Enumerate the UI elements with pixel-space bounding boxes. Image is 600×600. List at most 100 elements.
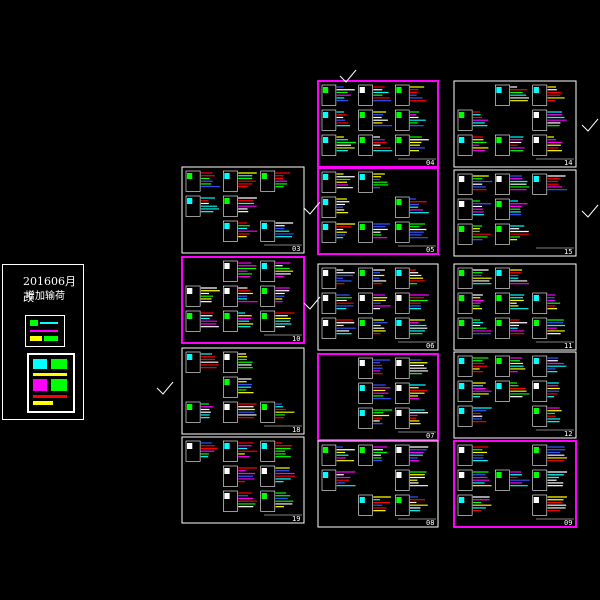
sheet-border	[453, 440, 577, 528]
symbol-block	[323, 224, 329, 230]
legend-title-line2: 增加输荷	[25, 291, 65, 302]
sheet-10: 10	[181, 256, 305, 344]
symbol-block	[261, 223, 267, 229]
panel-outline	[321, 469, 337, 491]
symbol-block	[323, 174, 329, 180]
symbol-block	[359, 224, 365, 230]
panel-outline	[358, 221, 373, 243]
symbol-block	[224, 288, 230, 294]
panel-outline	[532, 355, 548, 377]
panel-outline	[223, 310, 238, 332]
panel-outline	[395, 469, 410, 491]
symbol-block	[396, 199, 402, 205]
sheet-number: 11	[564, 342, 572, 350]
symbol-block	[496, 137, 502, 143]
symbol-block	[396, 497, 402, 503]
symbol-block	[187, 198, 193, 204]
panel-outline	[223, 440, 238, 462]
symbol-block	[496, 270, 502, 276]
symbol-block	[396, 472, 402, 478]
panel-outline	[532, 380, 548, 402]
panel-outline	[185, 310, 201, 332]
panel-outline	[395, 196, 410, 218]
panel-outline	[532, 134, 548, 156]
panel-outline	[395, 292, 410, 314]
panel-outline	[223, 401, 238, 423]
legend-title-line1: 201606月改	[23, 275, 76, 304]
panel-outline	[457, 109, 473, 131]
panel-outline	[532, 405, 548, 427]
panel-outline	[223, 170, 238, 192]
symbol-block	[459, 295, 465, 301]
sheet-border	[453, 351, 577, 439]
sheet-number: 04	[426, 159, 434, 167]
panel-outline	[457, 444, 473, 466]
panel-outline	[185, 170, 201, 192]
symbol-block	[187, 288, 193, 294]
panel-outline	[321, 221, 337, 243]
panel-outline	[495, 469, 510, 491]
sheet-border	[317, 440, 439, 528]
panel-outline	[395, 407, 410, 429]
check-mark-icon	[339, 69, 357, 83]
symbol-block	[459, 270, 465, 276]
panel-outline	[321, 196, 337, 218]
symbol-block	[533, 472, 539, 478]
symbol-block	[459, 408, 465, 414]
panel-outline	[457, 223, 473, 245]
symbol-block	[496, 320, 502, 326]
symbol-block	[187, 443, 193, 449]
panel-outline	[358, 357, 373, 379]
panel-outline	[223, 465, 238, 487]
symbol-block	[323, 447, 329, 453]
sheet-07: 07	[317, 353, 439, 441]
symbol-block	[396, 270, 402, 276]
panel-outline	[395, 267, 410, 289]
panel-outline	[260, 490, 276, 512]
symbol-block	[533, 320, 539, 326]
sheet-18: 18	[181, 347, 305, 435]
symbol-block	[359, 447, 365, 453]
panel-outline	[260, 285, 276, 307]
symbol-block	[224, 468, 230, 474]
panel-outline	[358, 134, 373, 156]
symbol-block	[187, 354, 193, 360]
symbol-block	[533, 112, 539, 118]
panel-outline	[260, 440, 276, 462]
panel-outline	[457, 494, 473, 516]
symbol-block	[459, 137, 465, 143]
symbol-block	[359, 270, 365, 276]
symbol-block	[224, 404, 230, 410]
panel-outline	[321, 84, 337, 106]
check-marks-layer	[156, 69, 599, 395]
symbol-block	[187, 404, 193, 410]
symbol-block	[261, 404, 267, 410]
symbol-block	[496, 383, 502, 389]
sheet-border	[453, 263, 577, 351]
symbol-block	[459, 383, 465, 389]
sheet-number: 19	[292, 515, 300, 523]
panel-outline	[457, 292, 473, 314]
panel-outline	[185, 195, 201, 217]
symbol-block	[496, 295, 502, 301]
panel-outline	[321, 134, 337, 156]
sheet-border	[317, 353, 439, 441]
panel-outline	[260, 401, 276, 423]
panel-outline	[495, 355, 510, 377]
sheet-15: 15	[453, 169, 577, 257]
panel-outline	[495, 173, 510, 195]
panel-outline	[358, 267, 373, 289]
sheet-08: 08	[317, 440, 439, 528]
symbol-block	[396, 224, 402, 230]
panel-outline	[495, 84, 510, 106]
panel-outline	[532, 292, 548, 314]
sheet-number: 09	[564, 519, 572, 527]
symbol-block	[323, 320, 329, 326]
sheet-border	[453, 169, 577, 257]
panel-outline	[321, 317, 337, 339]
panel-outline	[457, 173, 473, 195]
sheet-number: 03	[292, 245, 300, 253]
symbol-block	[459, 226, 465, 232]
symbol-block	[459, 358, 465, 364]
